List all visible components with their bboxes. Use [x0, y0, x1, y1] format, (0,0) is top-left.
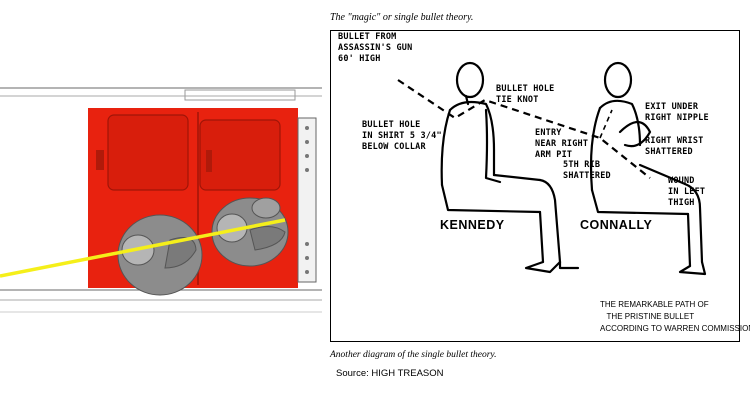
limousine-illustration — [0, 87, 322, 313]
bullet-path-dashed — [397, 79, 651, 179]
kennedy-seated-figure — [440, 61, 580, 274]
rear-seat — [107, 114, 189, 191]
connally-label: CONNALLY — [580, 218, 653, 232]
bullet-trajectory-line — [0, 218, 286, 278]
label-right-wrist: RIGHT WRIST SHATTERED — [645, 136, 704, 157]
label-fifth-rib: 5TH RIB SHATTERED — [563, 160, 611, 181]
label-bullet-from: BULLET FROM ASSASSIN'S GUN 60' HIGH — [338, 32, 413, 64]
limousine-top-view — [0, 0, 322, 400]
windshield-frame — [184, 89, 296, 101]
door-handle-rear — [96, 150, 104, 170]
connally-seated-figure — [589, 61, 707, 276]
diagram-frame — [330, 30, 740, 342]
label-bullet-hole-shirt: BULLET HOLE IN SHIRT 5 3/4" BELOW COLLAR — [362, 120, 442, 152]
label-bullet-hole-tie: BULLET HOLE TIE KNOT — [496, 84, 555, 105]
top-caption: The "magic" or single bullet theory. — [330, 12, 474, 23]
kennedy-label: KENNEDY — [440, 218, 505, 232]
bullet-path-branch — [599, 109, 613, 139]
label-exit: EXIT UNDER RIGHT NIPPLE — [645, 102, 709, 123]
bottom-caption: Another diagram of the single bullet the… — [330, 350, 497, 360]
source-line: Source: HIGH TREASON — [336, 368, 444, 379]
connally-top-figure — [211, 197, 289, 267]
label-wound: WOUND IN LEFT THIGH — [668, 176, 706, 208]
jump-seat — [199, 119, 281, 191]
label-entry: ENTRY NEAR RIGHT ARM PIT — [535, 128, 589, 160]
door-handle-front — [206, 150, 212, 172]
front-seat-frame — [297, 117, 317, 283]
remarkable-path-caption: THE REMARKABLE PATH OF THE PRISTINE BULL… — [600, 300, 750, 333]
